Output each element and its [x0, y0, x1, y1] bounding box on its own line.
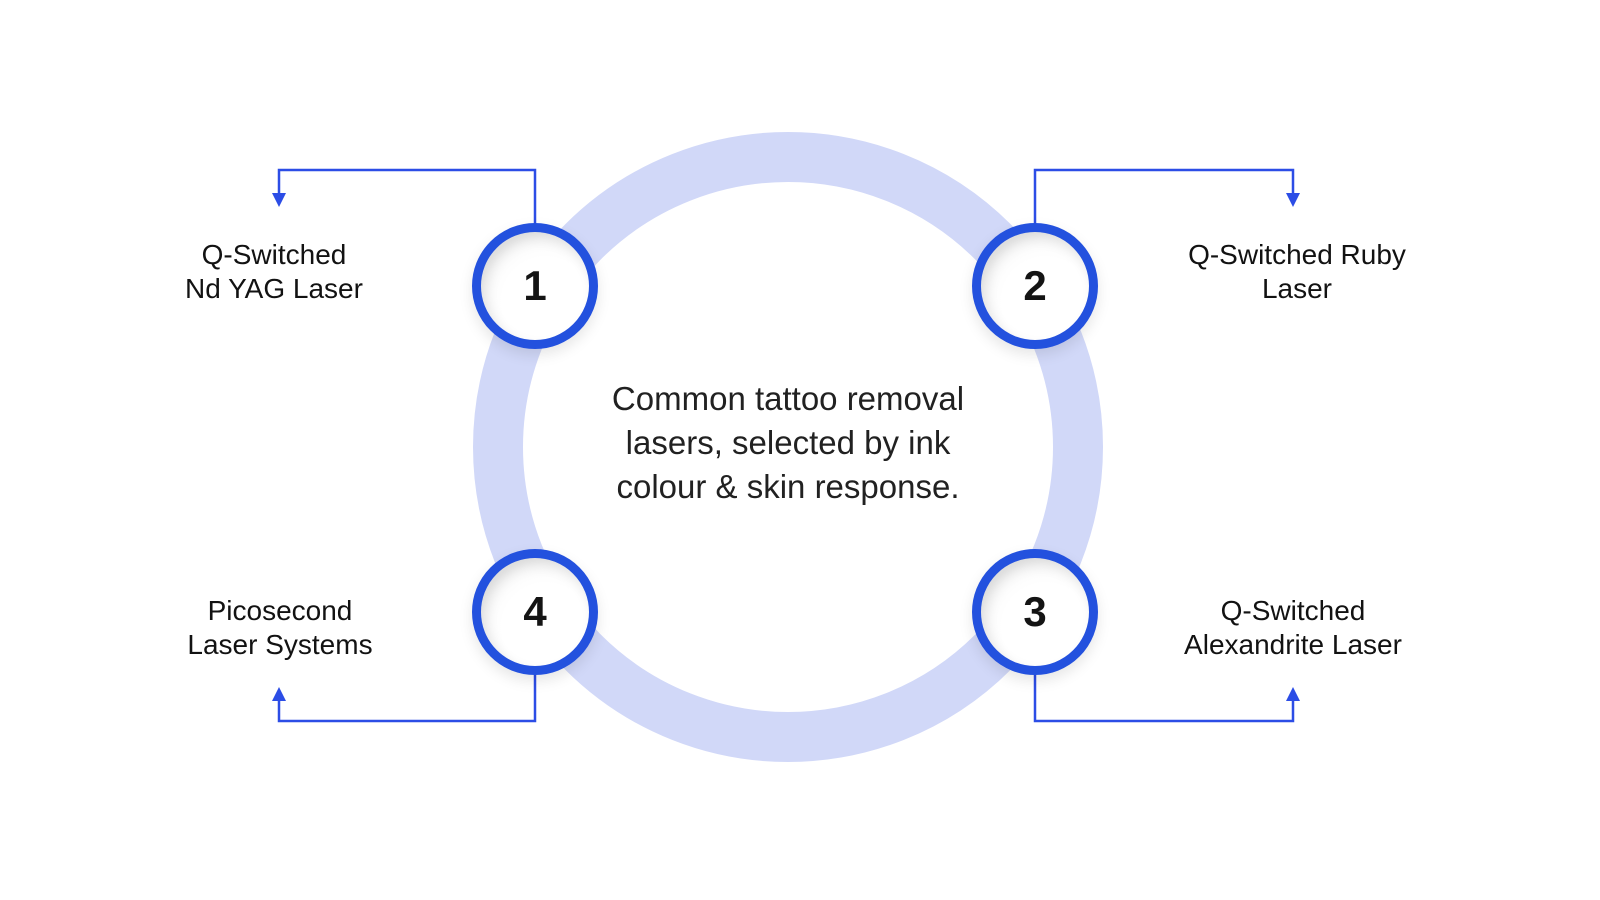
node-number: 3 — [1023, 588, 1047, 635]
arrowhead-down-icon — [272, 193, 286, 207]
arrowhead-down-icon — [1286, 193, 1300, 207]
connector-bottom-left — [277, 672, 537, 723]
node-label-line: Q-Switched — [201, 239, 347, 270]
node-label-line: Q-Switched — [1220, 595, 1366, 626]
node-label-line: Laser Systems — [187, 629, 373, 660]
node-circle-4: 4 — [472, 549, 598, 675]
node-label-line: Laser — [1261, 273, 1333, 304]
node-circle-2: 2 — [972, 223, 1098, 349]
caption-line: lasers, selected by ink — [625, 424, 951, 461]
node-label-line: Picosecond — [207, 595, 353, 626]
arrowhead-up-icon — [272, 687, 286, 701]
node-circle-1: 1 — [472, 223, 598, 349]
node-number: 1 — [523, 262, 547, 309]
node-label-4: Picosecond Laser Systems — [80, 594, 480, 662]
diagram-caption: Common tattoo removal lasers, selected b… — [538, 377, 1038, 509]
node-circle-3: 3 — [972, 549, 1098, 675]
caption-line: Common tattoo removal — [611, 380, 965, 417]
caption-line: colour & skin response. — [616, 468, 960, 505]
node-label-line: Alexandrite Laser — [1184, 629, 1402, 660]
node-label-line: Nd YAG Laser — [185, 273, 363, 304]
connector-bottom-right — [1033, 672, 1295, 723]
node-number: 2 — [1023, 262, 1047, 309]
node-label-2: Q-Switched Ruby Laser — [1097, 238, 1497, 306]
connector-top-right — [1033, 168, 1295, 226]
node-number: 4 — [523, 588, 547, 635]
arrowhead-up-icon — [1286, 687, 1300, 701]
node-label-1: Q-Switched Nd YAG Laser — [74, 238, 474, 306]
connector-top-left — [277, 168, 537, 226]
node-label-line: Q-Switched Ruby — [1188, 239, 1406, 270]
node-label-3: Q-Switched Alexandrite Laser — [1093, 594, 1493, 662]
